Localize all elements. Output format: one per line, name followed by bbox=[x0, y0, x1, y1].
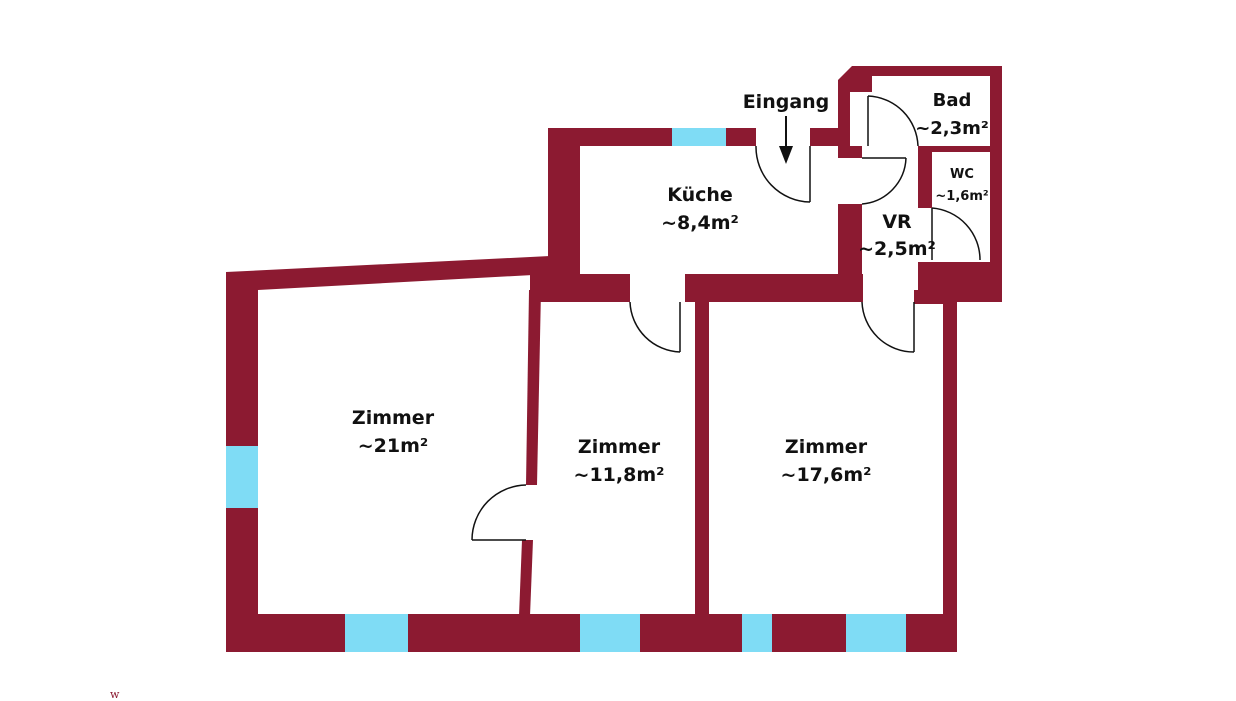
wall-kueche-west bbox=[548, 128, 580, 302]
door-zimmer1-arc bbox=[471, 484, 527, 541]
door-entrance-arc bbox=[755, 145, 811, 203]
entrance-arrow-icon bbox=[779, 116, 793, 164]
room-area-bad: ~2,3m² bbox=[915, 118, 989, 139]
room-area-zimmer2: ~11,8m² bbox=[574, 464, 665, 486]
room-area-zimmer3: ~17,6m² bbox=[781, 464, 872, 486]
doors bbox=[471, 95, 981, 541]
room-name-vr: VR bbox=[882, 211, 912, 233]
room-name-kueche: Küche bbox=[667, 184, 733, 206]
window-kueche bbox=[672, 128, 726, 146]
wall-kueche-top-left bbox=[548, 128, 672, 146]
corner-watermark: w bbox=[110, 688, 120, 701]
wall-zimmer1-top bbox=[226, 256, 551, 292]
walls bbox=[226, 66, 1002, 652]
wall-vr-bottom-right bbox=[914, 290, 956, 304]
entrance-label: Eingang bbox=[743, 91, 830, 113]
wall-bad-wc bbox=[918, 146, 1002, 152]
windows bbox=[226, 128, 906, 652]
door-zimmer3-arc bbox=[861, 301, 915, 353]
room-name-zimmer1: Zimmer bbox=[352, 407, 435, 429]
door-bad-arc bbox=[867, 95, 919, 147]
door-wc-arc bbox=[931, 207, 981, 261]
room-area-vr: ~2,5m² bbox=[858, 238, 936, 260]
room-name-bad: Bad bbox=[933, 90, 972, 111]
wall-kueche-top-right bbox=[726, 128, 756, 146]
room-name-zimmer2: Zimmer bbox=[578, 436, 661, 458]
window-zimmer1-south bbox=[345, 614, 408, 652]
room-area-zimmer1: ~21m² bbox=[358, 435, 428, 457]
room-area-wc: ~1,6m² bbox=[935, 189, 988, 204]
door-kueche-arc bbox=[629, 301, 681, 353]
wall-east-bad bbox=[990, 66, 1002, 302]
wall-zimmer1-zimmer2-upper bbox=[526, 290, 541, 485]
wall-east bbox=[943, 290, 957, 652]
window-zimmer1-west bbox=[226, 446, 258, 508]
wall-zimmer2-zimmer3 bbox=[695, 290, 709, 616]
door-vr-arc bbox=[861, 157, 907, 205]
wall-zimmer1-zimmer2-lower bbox=[519, 540, 533, 616]
wall-kueche-bottom-left bbox=[530, 274, 630, 302]
window-zimmer2-south bbox=[580, 614, 640, 652]
room-area-kueche: ~8,4m² bbox=[661, 212, 739, 234]
wall-vr-top bbox=[838, 146, 862, 158]
room-name-wc: WC bbox=[950, 167, 974, 182]
wall-bad-top bbox=[838, 66, 1002, 146]
wall-wc-west-upper bbox=[918, 146, 932, 208]
wall-kueche-bottom-right bbox=[685, 274, 863, 302]
room-name-zimmer3: Zimmer bbox=[785, 436, 868, 458]
wall-kueche-vr bbox=[838, 204, 862, 302]
window-zimmer3-south-2 bbox=[846, 614, 906, 652]
window-zimmer3-south-1 bbox=[742, 614, 772, 652]
